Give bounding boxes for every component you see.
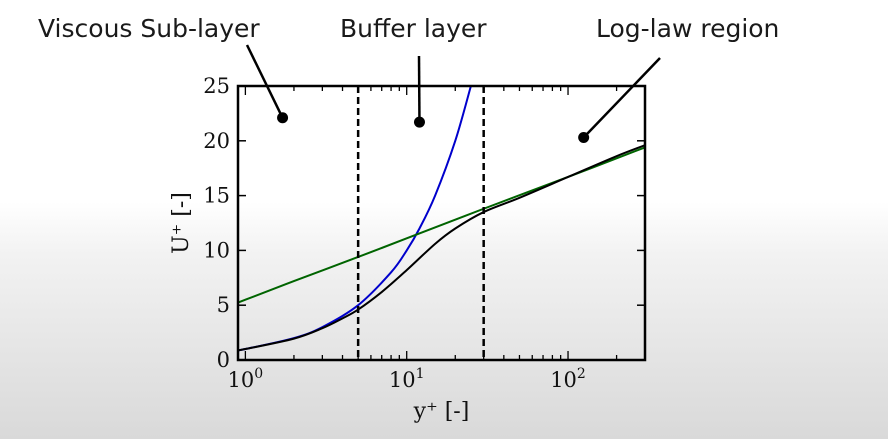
y-tick-label: 25 [203,74,230,98]
annotation-marker-1 [413,116,425,128]
annotation-leader-lines [245,44,661,139]
leader-line-0 [245,44,284,119]
x-tick-label: 101 [389,366,425,392]
annotation-log-law-region: Log-law region [596,14,780,43]
y-tick-label: 5 [217,293,230,317]
annotation-marker-0 [277,112,289,124]
y-axis-label: U⁺ [-] [169,192,194,254]
y-tick-label: 0 [217,348,230,372]
annotation-markers [277,112,590,144]
series-line-0 [238,86,472,352]
plot-frame [236,84,647,362]
y-tick-label: 15 [203,184,230,208]
series-line-2 [238,144,645,352]
axis-ticks [237,85,646,361]
series-group [238,86,645,352]
annotation-buffer-layer: Buffer layer [340,14,487,43]
leader-line-2 [582,57,661,139]
axis-tick-labels: 0 5 10 15 20 25 100 101 102 y⁺ [-] U⁺ [-] [169,74,586,424]
y-tick-label: 20 [203,129,230,153]
annotation-marker-2 [578,132,590,144]
region-boundaries [356,86,485,360]
annotation-viscous-sublayer: Viscous Sub-layer [38,14,260,43]
y-tick-label: 10 [203,238,230,262]
x-axis-label: y⁺ [-] [413,399,470,424]
x-tick-label: 100 [228,366,264,392]
x-tick-label: 102 [550,366,586,392]
